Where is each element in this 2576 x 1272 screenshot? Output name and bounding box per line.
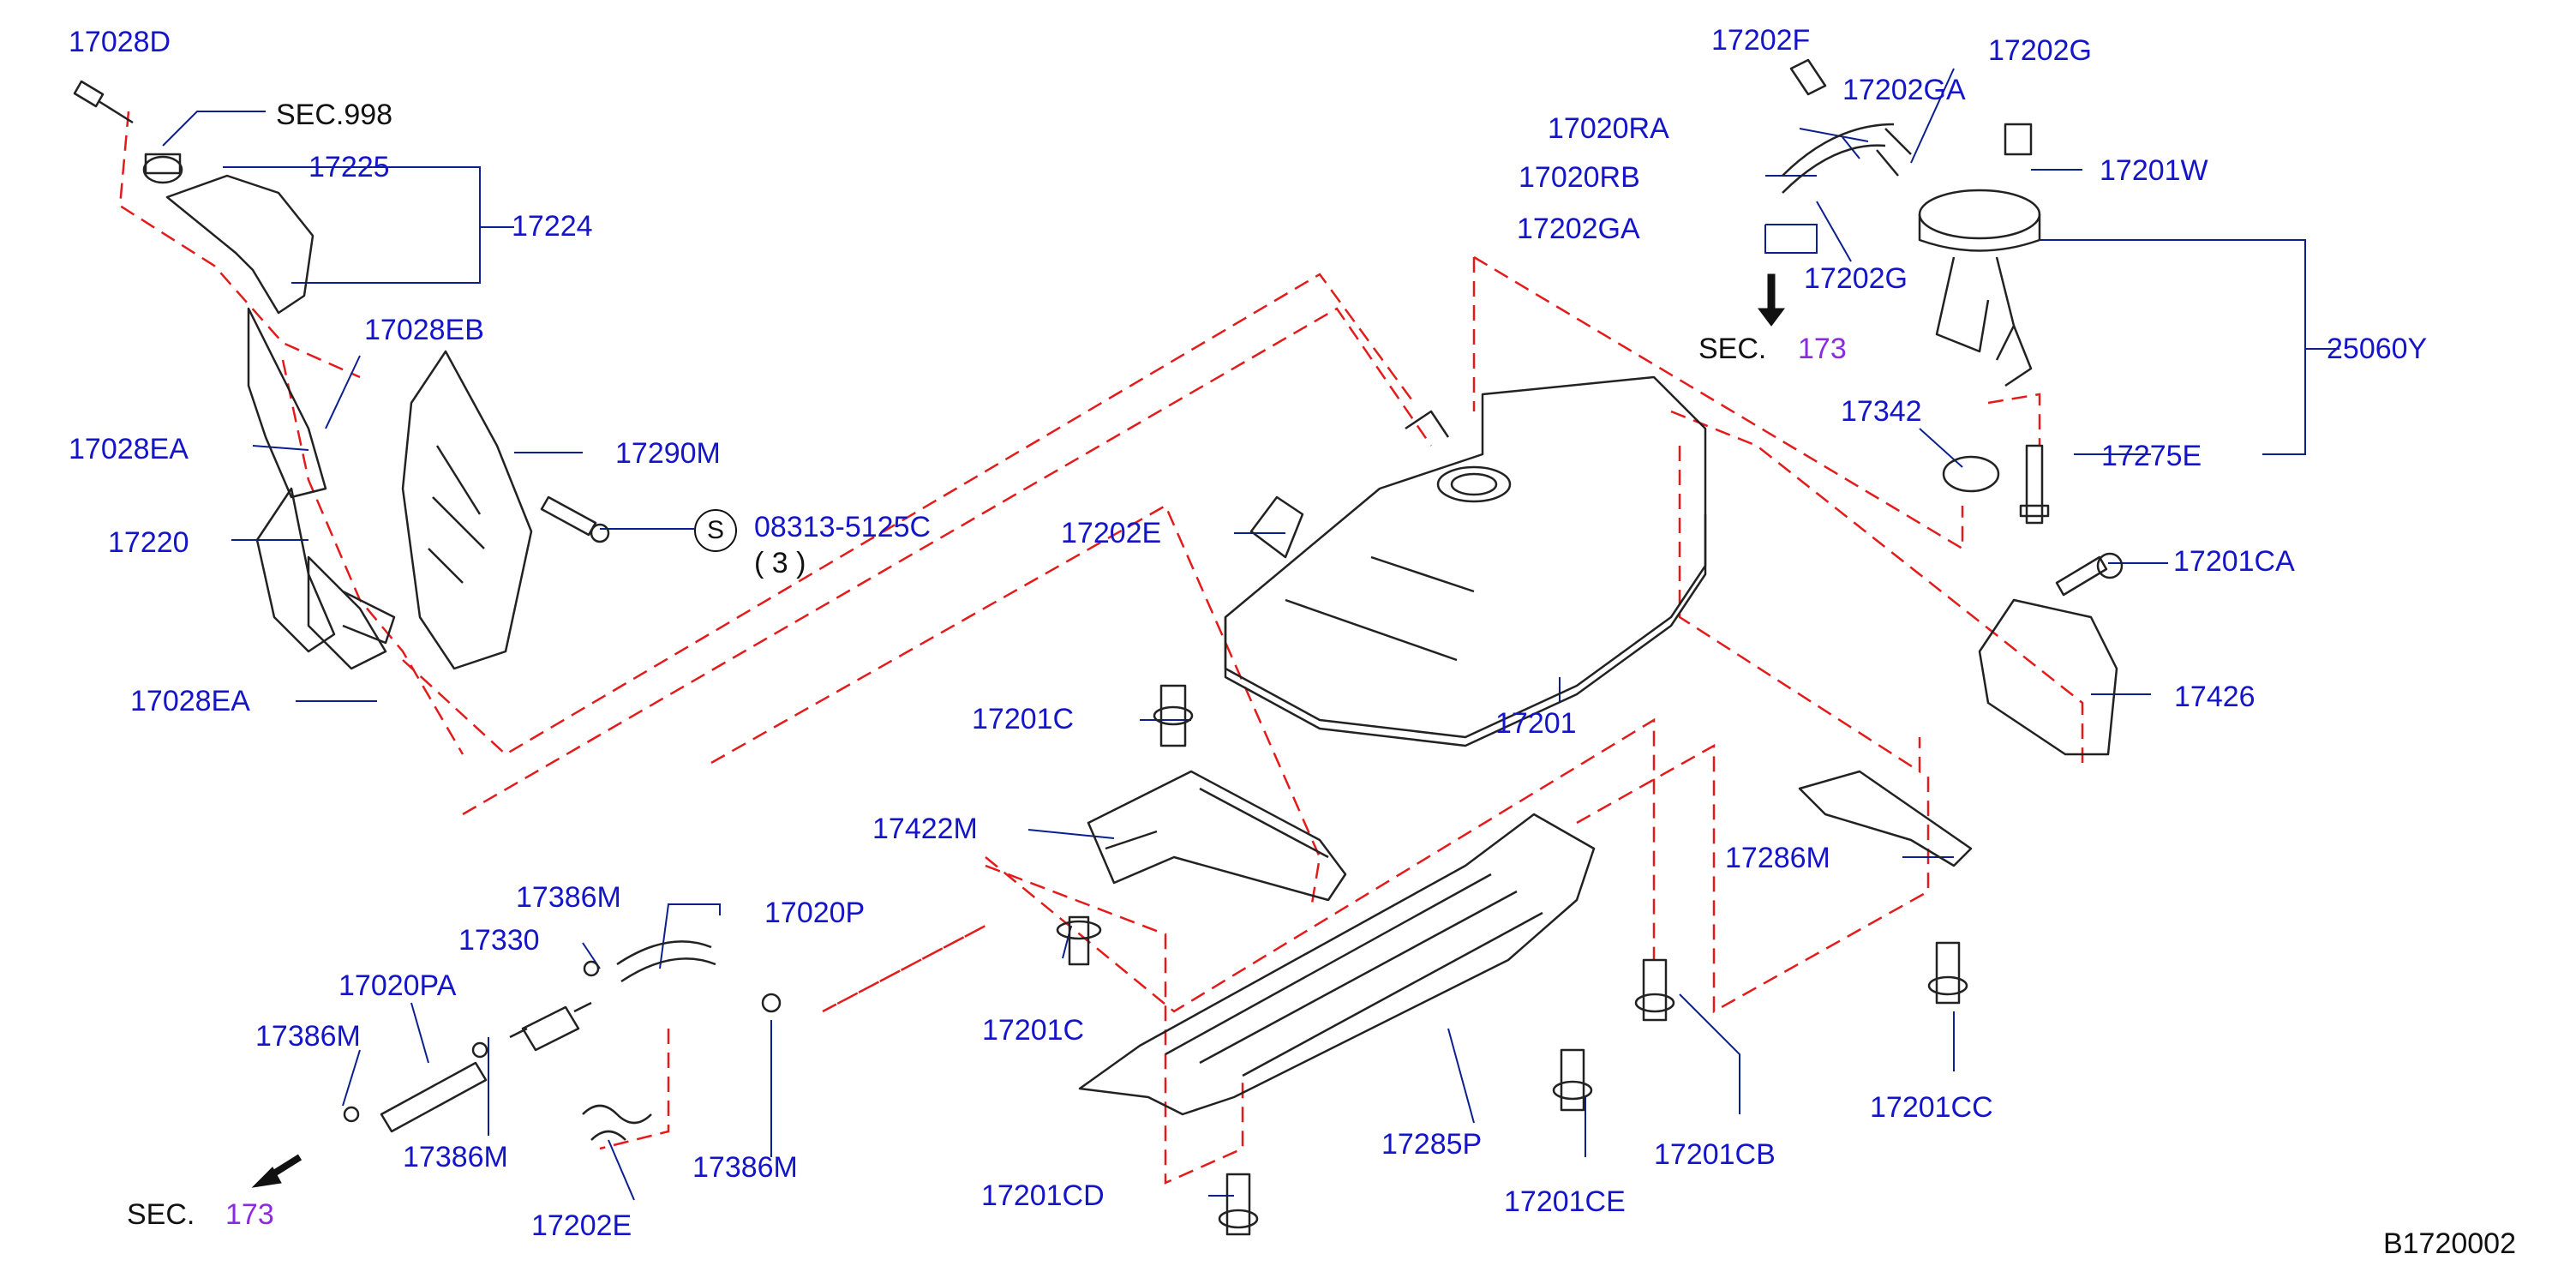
hose-17020RA-RB <box>1782 123 1912 194</box>
label-17422M: 17422M <box>872 813 978 845</box>
label-17286M: 17286M <box>1725 842 1830 874</box>
label-17020RA: 17020RA <box>1548 112 1669 145</box>
label-17386M-d: 17386M <box>692 1151 798 1184</box>
label-quantity: ( 3 ) <box>754 547 806 579</box>
label-17202GA-b: 17202GA <box>1517 213 1640 245</box>
label-17202F: 17202F <box>1711 24 1811 57</box>
label-sec-prefix-bottom: SEC. <box>127 1198 195 1231</box>
filler-cap <box>142 153 183 184</box>
bolt-17201CD <box>1218 1173 1259 1236</box>
label-08313-5125C: 08313-5125C <box>754 511 932 543</box>
label-17020PA: 17020PA <box>338 969 457 1002</box>
label-17290M: 17290M <box>615 437 721 470</box>
label-17020RB: 17020RB <box>1519 161 1640 194</box>
pin-17275E <box>2019 444 2050 525</box>
label-17225: 17225 <box>309 151 390 183</box>
label-17202E-bottom: 17202E <box>531 1209 632 1242</box>
label-25060Y: 25060Y <box>2327 333 2428 365</box>
leader-lines <box>162 68 2339 1201</box>
seal-17342 <box>1942 455 2000 493</box>
label-17202E-mid: 17202E <box>1061 517 1162 549</box>
bolt-17201C-top <box>1153 684 1194 747</box>
label-17201CE: 17201CE <box>1504 1185 1626 1218</box>
label-17201C-top: 17201C <box>972 703 1075 735</box>
heat-shield-17290M <box>401 350 533 670</box>
label-17020P: 17020P <box>764 897 866 929</box>
bolt-17201CA <box>2055 552 2124 597</box>
label-sec-173-bottom: 173 <box>225 1198 274 1231</box>
label-17342: 17342 <box>1841 395 1922 428</box>
fuel-tank-17201 <box>1224 375 1707 747</box>
label-sec-173-top: 173 <box>1798 333 1847 365</box>
fuel-gauge-unit-25060Y <box>1918 189 2041 387</box>
filter-17330 <box>509 1001 592 1052</box>
label-17220: 17220 <box>108 526 189 559</box>
bolt-17201W <box>2004 123 2033 156</box>
hose-17020P <box>616 940 716 983</box>
s-mark-icon: S <box>694 509 737 552</box>
clamp-17386M <box>343 960 782 1123</box>
label-sec-998: SEC.998 <box>276 99 393 131</box>
label-17028EB: 17028EB <box>364 314 484 346</box>
hose-17020PA <box>380 1061 488 1133</box>
label-17201CC: 17201CC <box>1870 1091 1993 1124</box>
label-17386M-b: 17386M <box>255 1020 361 1053</box>
label-17201C-bottom: 17201C <box>982 1014 1085 1047</box>
bracket-17422M <box>1087 770 1347 902</box>
dashed-assembly-lines <box>118 111 2084 1185</box>
label-17275E: 17275E <box>2101 440 2202 472</box>
label-17201: 17201 <box>1495 707 1577 740</box>
label-sec-prefix-top: SEC. <box>1698 333 1767 365</box>
label-17028D: 17028D <box>69 26 171 58</box>
label-17202G-b: 17202G <box>1804 262 1908 295</box>
part-drawings <box>73 58 2124 1236</box>
clip-17202E-mid <box>1249 495 1304 559</box>
label-17202G-top: 17202G <box>1988 34 2092 67</box>
filler-neck-17224 <box>165 174 396 670</box>
clip-17202F <box>1789 58 1827 96</box>
label-17201CB: 17201CB <box>1654 1138 1776 1171</box>
arrows <box>251 273 1785 1188</box>
bolt-17201CE <box>1552 1048 1593 1112</box>
screw-08313 <box>540 495 610 543</box>
label-17201CA: 17201CA <box>2173 545 2295 578</box>
protector-17426 <box>1978 598 2118 756</box>
clip-17202E-bot <box>582 1104 652 1141</box>
label-17202GA-a: 17202GA <box>1842 74 1966 106</box>
label-17224: 17224 <box>512 210 593 243</box>
label-17426: 17426 <box>2174 681 2255 713</box>
bracket-17286M <box>1798 770 1973 867</box>
label-17330: 17330 <box>458 924 540 957</box>
label-17201W: 17201W <box>2100 154 2208 187</box>
filler-bolt-17028D <box>73 80 134 124</box>
tank-protector-17285P <box>1078 813 1596 1116</box>
bolt-17201CB <box>1634 958 1675 1022</box>
label-17386M-c: 17386M <box>403 1141 508 1173</box>
label-17201CD: 17201CD <box>981 1179 1105 1212</box>
bolt-17201CC <box>1927 941 1968 1005</box>
label-17285P: 17285P <box>1381 1128 1483 1161</box>
diagram-code: B1720002 <box>2382 1227 2516 1260</box>
label-17386M-a: 17386M <box>516 881 621 914</box>
label-17028EA-top: 17028EA <box>69 433 189 465</box>
label-17028EA-bottom: 17028EA <box>130 685 250 717</box>
bolt-17201C-bot <box>1056 915 1102 966</box>
